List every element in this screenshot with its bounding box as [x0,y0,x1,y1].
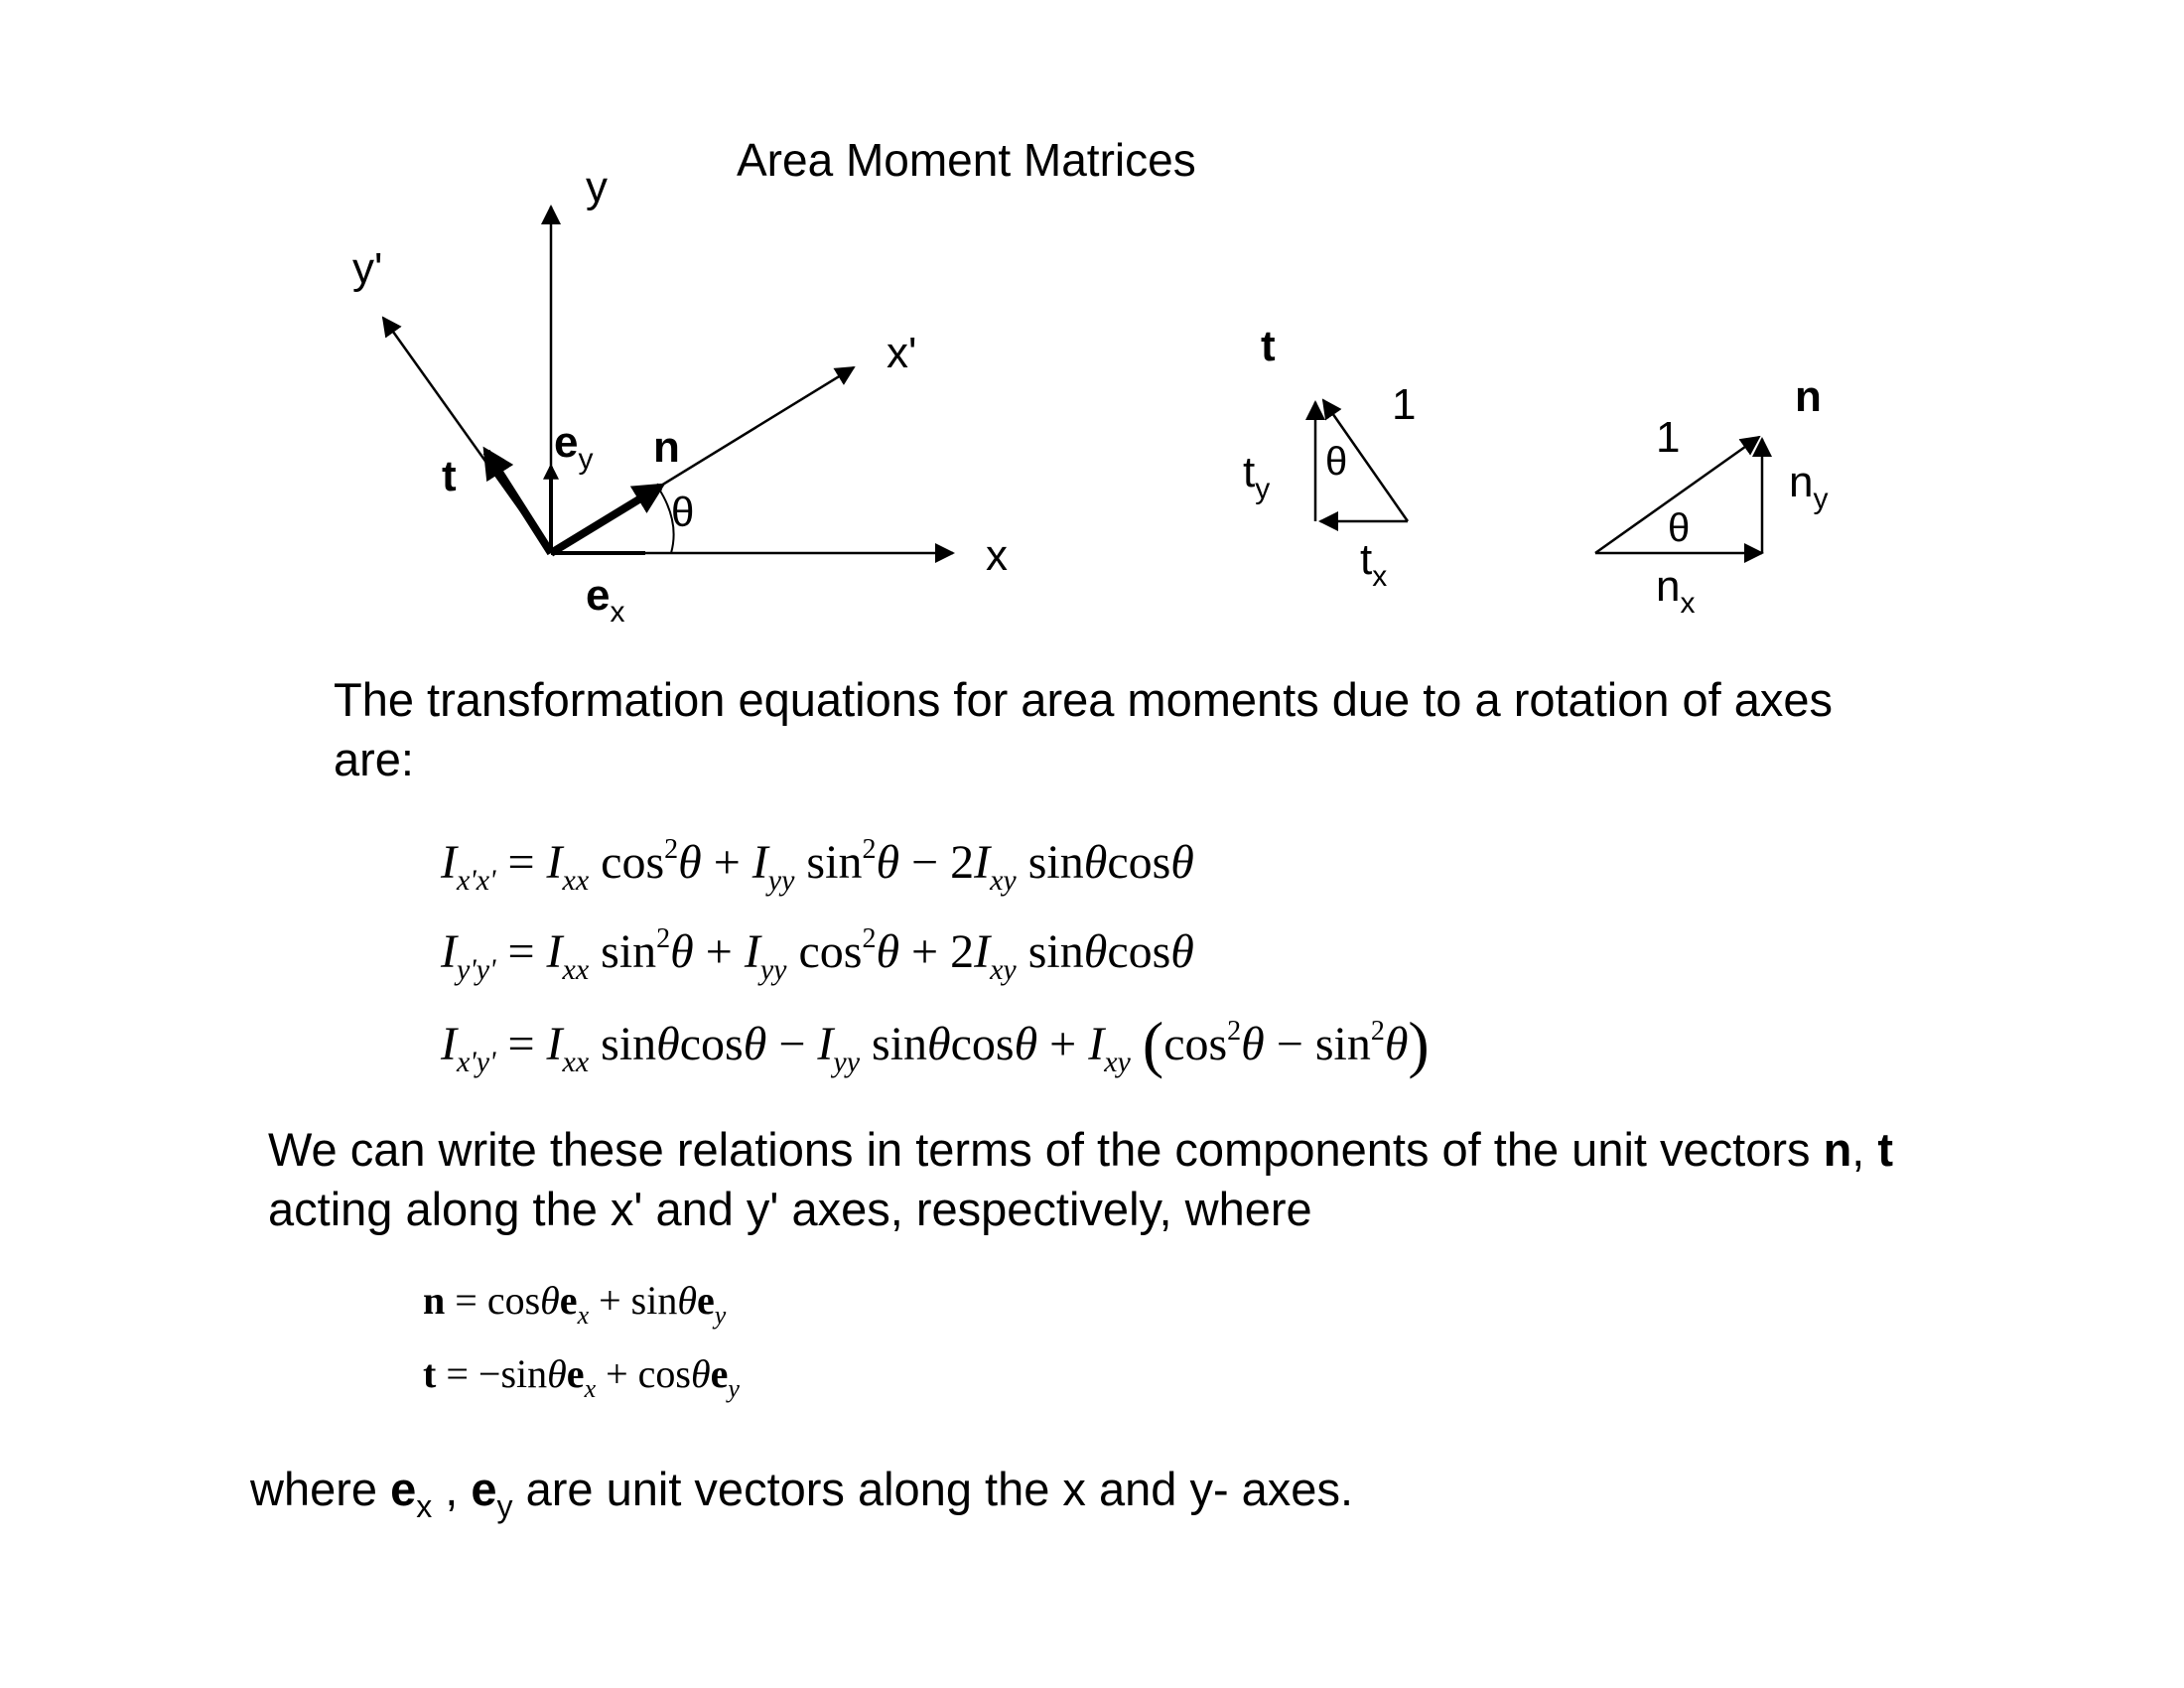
n-triangle-one: 1 [1656,413,1680,462]
t-triangle-ty: ty [1243,448,1270,505]
equation-ixy-prime: Ix'y' = Ixx sinθcosθ − Iyy sinθcosθ + Ix… [441,1009,1430,1079]
equation-t-vector: t = −sinθex + cosθey [423,1351,740,1403]
theta-label: θ [671,489,694,535]
equation-n-vector: n = cosθex + sinθey [423,1278,727,1330]
n-triangle-ny: ny [1789,458,1828,515]
n-vector-label: n [653,423,680,472]
t-triangle-one: 1 [1392,380,1416,429]
t-vector-label: t [442,452,457,500]
intro-paragraph: The transformation equations for area mo… [334,673,1834,785]
x-prime-label: x' [887,329,916,377]
closing-paragraph: where ex , ey are unit vectors along the… [250,1463,1354,1524]
n-triangle-theta: θ [1668,506,1690,550]
page-title: Area Moment Matrices [737,134,1196,186]
n-vector [548,483,666,557]
n-triangle-nx: nx [1656,562,1695,620]
y-axis-label: y [586,163,608,211]
ey-label: ey [554,418,593,476]
n-triangle-title: n [1795,372,1822,421]
t-triangle-tx: tx [1360,535,1387,593]
equation-iyy-prime: Iy'y' = Ixx sin2θ + Iyy cos2θ + 2Ixy sin… [441,923,1194,986]
t-triangle-hypotenuse [1321,398,1410,522]
ex-label: ex [586,571,624,629]
n-triangle-hypotenuse [1594,435,1761,555]
theta-arc [657,487,675,554]
equation-ixx-prime: Ix'x' = Ixx cos2θ + Iyy sin2θ − 2Ixy sin… [441,834,1194,897]
y-prime-label: y' [352,244,382,293]
t-vector [482,446,555,556]
t-triangle-title: t [1261,322,1276,370]
t-triangle-theta: θ [1325,440,1347,484]
x-axis-label: x [986,531,1008,580]
unit-vector-paragraph: We can write these relations in terms of… [268,1123,1894,1235]
